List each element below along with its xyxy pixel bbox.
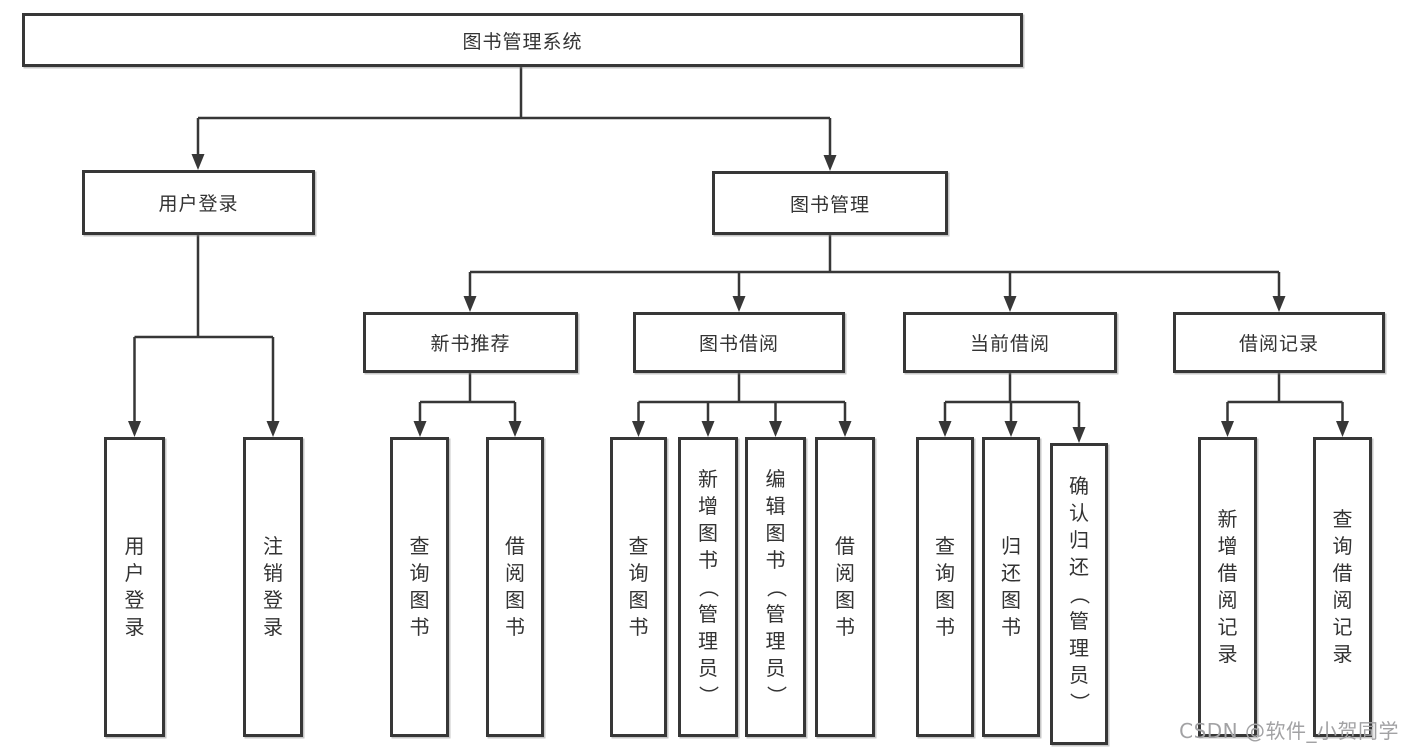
leaf-user-login: 用户登录 [104,437,165,737]
leaf-query-borrow-record: 查询借阅记录 [1313,437,1372,737]
leaf-confirm-return-admin: 确认归还（管理员） [1050,443,1108,745]
leaf-edit-books-admin-label: 编辑图书（管理员） [764,466,788,706]
arrowheads [128,154,1349,443]
node-root-label: 图书管理系统 [462,30,583,53]
leaf-query-books-current-label: 查询图书 [935,534,955,639]
leaf-add-books-admin: 新增图书（管理员） [678,437,738,737]
node-book-borrow-label: 图书借阅 [698,333,779,355]
leaf-borrow-books-label: 借阅图书 [835,534,855,639]
node-book-management-label: 图书管理 [789,193,870,216]
leaf-query-books-borrow-label: 查询图书 [628,534,649,639]
node-root: 图书管理系统 [22,13,1023,67]
leaf-query-books-current: 查询图书 [916,437,974,737]
node-new-book-recommend: 新书推荐 [363,312,578,373]
node-book-borrow: 图书借阅 [633,312,845,373]
leaf-edit-books-admin: 编辑图书（管理员） [745,437,806,737]
leaf-logout: 注销登录 [243,437,303,737]
node-current-borrow: 当前借阅 [903,312,1117,373]
node-current-borrow-label: 当前借阅 [969,333,1050,355]
leaf-add-books-admin-label: 新增图书（管理员） [696,466,721,706]
leaf-confirm-return-admin-label: 确认归还（管理员） [1067,473,1092,713]
node-user-login: 用户登录 [82,170,315,235]
leaf-query-books-recommend: 查询图书 [390,437,449,737]
leaf-query-books-borrow: 查询图书 [610,437,667,737]
node-borrow-records: 借阅记录 [1173,312,1385,373]
leaf-logout-label: 注销登录 [263,534,283,639]
leaf-return-books-label: 归还图书 [1001,534,1021,639]
leaf-borrow-books: 借阅图书 [815,437,875,737]
leaf-return-books: 归还图书 [982,437,1040,737]
leaf-user-login-label: 用户登录 [124,534,145,639]
node-book-management: 图书管理 [712,171,948,235]
leaf-query-borrow-record-label: 查询借阅记录 [1332,507,1353,666]
watermark: CSDN @软件_小贺同学 [1179,719,1399,743]
node-user-login-label: 用户登录 [158,193,239,215]
leaf-query-books-recommend-label: 查询图书 [409,534,430,639]
leaf-add-borrow-record-label: 新增借阅记录 [1217,507,1238,666]
node-borrow-records-label: 借阅记录 [1238,333,1319,355]
node-new-book-recommend-label: 新书推荐 [430,333,511,355]
leaf-borrow-books-recommend: 借阅图书 [486,437,544,737]
leaf-borrow-books-recommend-label: 借阅图书 [505,534,525,639]
leaf-add-borrow-record: 新增借阅记录 [1198,437,1257,737]
